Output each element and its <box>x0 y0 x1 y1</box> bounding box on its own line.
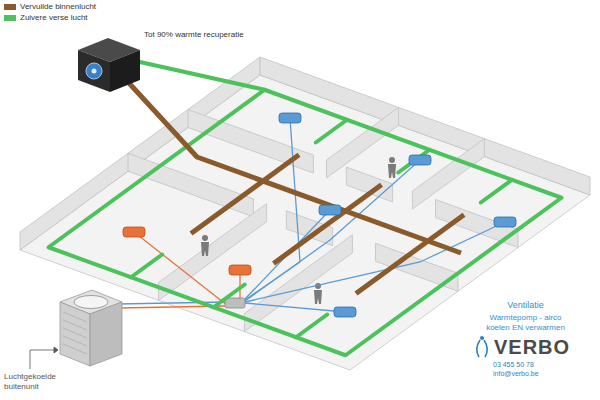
wall <box>128 153 253 217</box>
legend-text: Vervuilde binnenlucht <box>20 2 96 12</box>
heat-recovery-unit <box>78 38 140 92</box>
indoor-unit <box>494 217 516 227</box>
person-body <box>314 290 322 304</box>
email-address: info@verbo.be <box>493 369 539 378</box>
unit-fan <box>86 63 102 79</box>
description-text: Warmtepomp - airco koelen EN verwarmen <box>478 313 573 333</box>
indoor-unit <box>229 265 251 275</box>
indoor-unit <box>279 113 301 123</box>
phone-number: 03 455 50 78 <box>493 360 534 369</box>
indoor-unit <box>123 227 145 237</box>
leader-arrow <box>30 347 58 369</box>
legend-text: Zuivere verse lucht <box>20 13 88 23</box>
section-heading: Ventilatie <box>478 300 573 311</box>
person-head <box>202 235 208 241</box>
unit-label: Luchtgekoelde buitenunit <box>4 372 66 392</box>
logo-icon <box>477 336 487 357</box>
wall <box>260 57 590 195</box>
wall <box>188 110 313 174</box>
indoor-unit <box>334 307 356 317</box>
unit-fan-hub <box>92 69 97 74</box>
unit-side <box>90 302 122 366</box>
legend-swatch <box>4 15 16 21</box>
indoor-unit <box>319 205 341 215</box>
refrigerant-line <box>245 118 300 300</box>
person-body <box>201 242 209 256</box>
distribution-box <box>225 298 245 308</box>
walls <box>20 57 590 332</box>
fresh-air-ducts <box>49 62 562 355</box>
leader-line <box>30 350 54 369</box>
brand-logo: VERBO <box>494 336 570 358</box>
person-body <box>388 164 396 178</box>
duct <box>49 90 562 356</box>
refrigerant-line <box>245 303 345 312</box>
duct <box>140 62 265 90</box>
wall <box>20 57 260 250</box>
legend-swatch <box>4 4 16 10</box>
refrigerant-line <box>245 222 505 302</box>
indoor-units <box>123 113 516 317</box>
legend-row: Zuivere verse lucht <box>4 13 88 23</box>
legend-row: Vervuilde binnenlucht <box>4 2 96 12</box>
floor-plate <box>20 75 590 370</box>
logo-mark <box>477 340 487 357</box>
people <box>201 157 396 304</box>
logo-mark <box>480 336 484 340</box>
indoor-unit <box>409 155 431 165</box>
callout-label: Tot 90% warmte recuperatie <box>144 30 244 40</box>
arrow-head <box>54 347 58 353</box>
duct-branch <box>191 155 464 294</box>
duct-branch <box>316 120 512 203</box>
unit-grille <box>63 312 87 354</box>
unit-side <box>78 50 110 92</box>
unit-fan <box>74 296 108 309</box>
duct <box>128 82 461 253</box>
outdoor-unit <box>60 290 122 366</box>
exhaust-ducts <box>128 82 464 294</box>
person-head <box>389 157 395 163</box>
duct-branch <box>131 255 327 338</box>
unit-side <box>60 302 90 366</box>
wall <box>346 167 392 202</box>
unit-side <box>110 50 140 92</box>
